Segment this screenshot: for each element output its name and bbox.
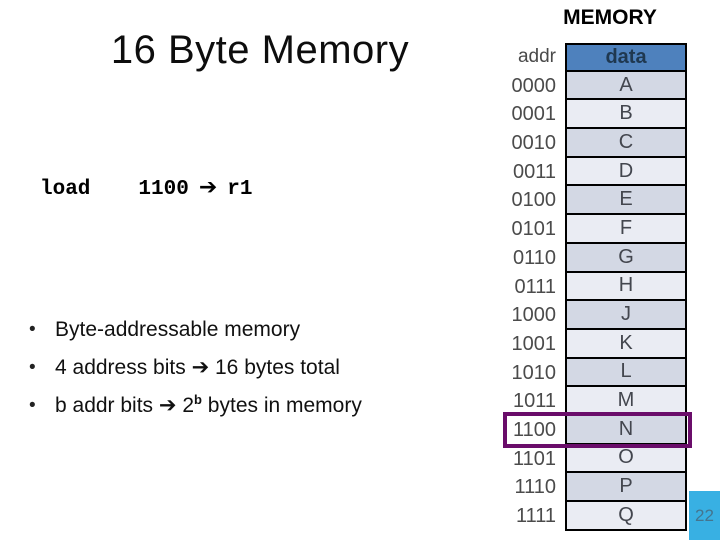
superscript-b: b bbox=[194, 392, 202, 407]
bullet-text-suffix: bytes in memory bbox=[201, 394, 362, 417]
memory-row: 0111 H bbox=[489, 272, 687, 302]
memory-row: 1001 K bbox=[489, 329, 687, 359]
bullet-list: Byte-addressable memory 4 address bits ➔… bbox=[26, 311, 496, 425]
right-arrow-icon: ➔ bbox=[198, 175, 218, 200]
bullet-text: Byte-addressable memory bbox=[55, 318, 301, 341]
memory-row: 0010 C bbox=[489, 129, 687, 158]
address-label: 0101 bbox=[511, 218, 557, 241]
address-label: 1010 bbox=[511, 361, 557, 384]
memory-table: addr data 0000 A 0001 B 0010 C 0011 D 01… bbox=[489, 43, 692, 531]
memory-row: 1010 L bbox=[489, 358, 687, 388]
data-cell: Q bbox=[565, 502, 687, 531]
memory-row: 1110 P bbox=[489, 473, 687, 502]
memory-row: 1111 Q bbox=[489, 502, 687, 531]
load-address-operand: 1100 bbox=[138, 178, 189, 201]
bullet-item-b-addr-bits: b addr bits ➔ 2b bytes in memory bbox=[26, 387, 496, 425]
data-cell: H bbox=[565, 272, 687, 302]
address-label: 0000 bbox=[511, 74, 557, 97]
address-label: 1111 bbox=[515, 505, 556, 527]
bullet-text-prefix: b addr bits ➔ 2 bbox=[55, 394, 195, 417]
load-register-operand: r1 bbox=[227, 178, 253, 201]
data-cell: K bbox=[565, 329, 687, 359]
page-number: 22 bbox=[695, 505, 714, 525]
data-cell: A bbox=[565, 71, 687, 101]
address-label: 1101 bbox=[512, 447, 556, 470]
address-label: 1001 bbox=[511, 332, 557, 355]
data-cell: D bbox=[565, 157, 687, 187]
address-label: 0010 bbox=[511, 132, 557, 155]
address-label: 1100 bbox=[512, 418, 556, 441]
memory-row: 0001 B bbox=[489, 100, 687, 130]
data-cell: N bbox=[565, 415, 687, 445]
bullet-text: 4 address bits ➔ 16 bytes total bbox=[55, 356, 340, 379]
memory-row: 0101 F bbox=[489, 215, 687, 244]
data-cell: F bbox=[565, 215, 687, 244]
memory-row: 1000 J bbox=[489, 301, 687, 330]
data-column-header: data bbox=[565, 43, 687, 72]
data-cell: P bbox=[565, 473, 687, 502]
bullet-item-byte-addressable: Byte-addressable memory bbox=[26, 311, 496, 349]
address-label: 0011 bbox=[512, 160, 556, 183]
page-number-badge: 22 bbox=[689, 491, 720, 540]
memory-table-title: MEMORY bbox=[563, 6, 657, 29]
slide-title: 16 Byte Memory bbox=[110, 28, 410, 72]
memory-row: 0110 G bbox=[489, 243, 687, 273]
data-cell: C bbox=[565, 129, 687, 158]
bullet-item-address-bits: 4 address bits ➔ 16 bytes total bbox=[26, 349, 496, 387]
data-cell: J bbox=[565, 301, 687, 330]
memory-row: 1101 O bbox=[489, 444, 687, 474]
data-cell: L bbox=[565, 358, 687, 388]
address-label: 0110 bbox=[512, 246, 556, 269]
memory-row-highlighted: 1100 N bbox=[489, 411, 692, 448]
data-cell: O bbox=[565, 444, 687, 474]
address-label: 1011 bbox=[512, 390, 556, 413]
address-label: 1110 bbox=[514, 476, 556, 499]
memory-row: 0000 A bbox=[489, 71, 687, 101]
memory-row: 0100 E bbox=[489, 186, 687, 216]
address-label: 0111 bbox=[514, 275, 556, 298]
load-instruction: load 1100 ➔ r1 bbox=[40, 175, 253, 201]
data-cell: G bbox=[565, 243, 687, 273]
address-label: 1000 bbox=[511, 304, 557, 327]
memory-row: 0011 D bbox=[489, 157, 687, 187]
memory-row: 1011 M bbox=[489, 387, 687, 416]
memory-table-header-row: addr data bbox=[489, 43, 687, 72]
data-cell: E bbox=[565, 186, 687, 216]
memory-rows: 0000 A 0001 B 0010 C 0011 D 0100 E 0101 … bbox=[489, 71, 692, 531]
address-label: 0100 bbox=[511, 189, 557, 212]
data-cell: B bbox=[565, 100, 687, 130]
address-label: 0001 bbox=[511, 103, 557, 126]
load-opcode: load bbox=[40, 178, 91, 201]
data-cell: M bbox=[565, 387, 687, 416]
addr-column-header: addr bbox=[517, 46, 556, 67]
